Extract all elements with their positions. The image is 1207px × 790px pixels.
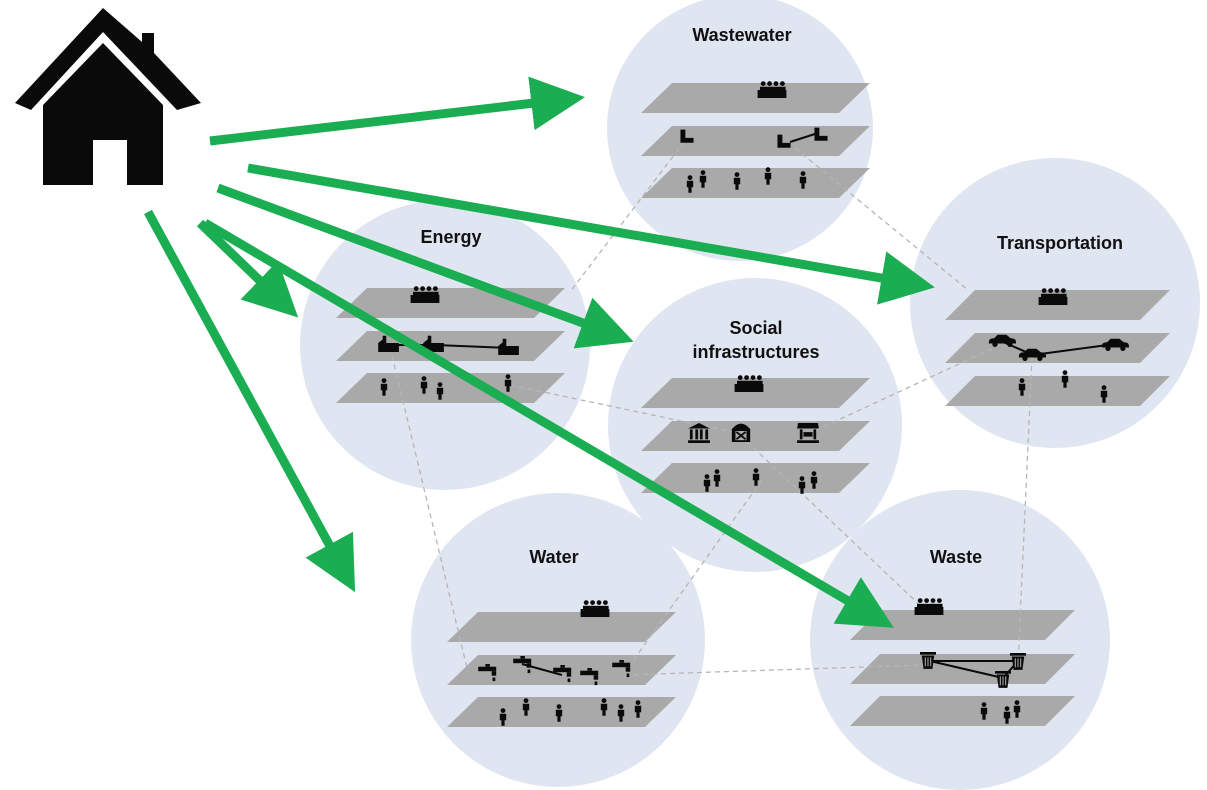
wastewater-title: Wastewater (692, 25, 791, 45)
social-title-line-2: infrastructures (692, 342, 819, 362)
wastewater-governance-layer (641, 83, 870, 113)
arrow-to-social (216, 183, 634, 349)
arrow-to-energy (196, 219, 299, 318)
arrow-to-wastewater (209, 76, 586, 146)
arrow-to-waste (202, 219, 894, 628)
energy-population-layer (336, 373, 565, 403)
link-wastewater-transportation (794, 147, 969, 291)
transportation-network-layer (945, 333, 1170, 363)
social-governance-layer (641, 378, 870, 408)
waste-title: Waste (930, 547, 982, 567)
link-transport-waste (1017, 356, 1033, 666)
link-social-water (624, 479, 763, 673)
transportation-title: Transportation (997, 233, 1123, 253)
wastewater-population-layer (641, 168, 870, 198)
social-network-layer (641, 421, 870, 451)
link-energy-water (389, 346, 469, 673)
waste-network-lines (929, 660, 1021, 680)
water-governance-layer (447, 612, 676, 642)
energy-title: Energy (420, 227, 481, 247)
barn-icon (730, 422, 752, 442)
house-icon (15, 8, 201, 185)
link-social-waste (739, 434, 926, 611)
transportation-governance-layer (945, 290, 1170, 320)
link-wastewater-energy (569, 141, 685, 293)
waste-governance-layer (850, 610, 1075, 640)
transportation-population-layer (945, 376, 1170, 406)
arrow-to-water (144, 209, 356, 593)
arrow-to-transportation (247, 163, 935, 305)
wastewater-network-line (789, 132, 819, 143)
water-title: Water (529, 547, 578, 567)
link-energy-social (509, 384, 739, 434)
social-title-line-1: Social (729, 318, 782, 338)
wastewater-network-layer (641, 126, 870, 156)
waste-population-layer (850, 696, 1075, 726)
